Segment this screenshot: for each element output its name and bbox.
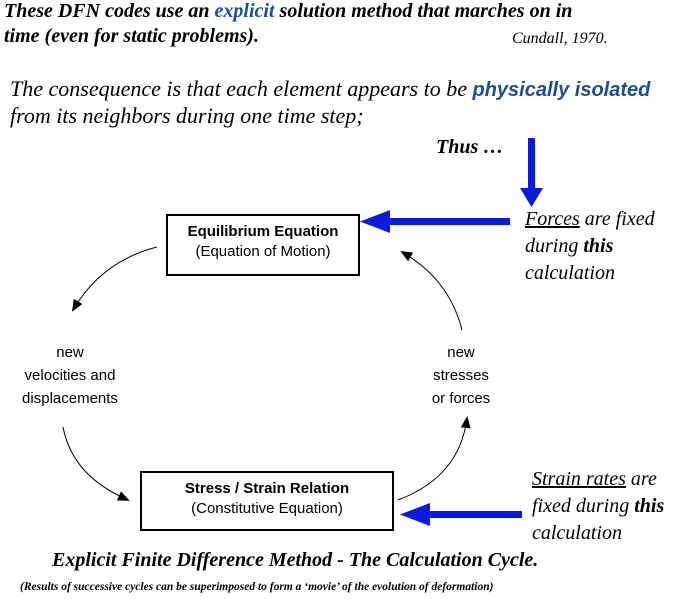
footnote: (Results of successive cycles can be sup… bbox=[20, 581, 494, 593]
consequence-line-2: from its neighbors during one time step; bbox=[10, 103, 364, 128]
cycle-arrow-bottom-right bbox=[397, 416, 471, 501]
physically-isolated-emphasis: physically isolated bbox=[472, 79, 651, 101]
explicit-emphasis: explicit bbox=[214, 0, 275, 22]
cycle-arrow-top-left bbox=[71, 246, 158, 312]
consequence-line-1-pre: The consequence is that each element app… bbox=[10, 76, 473, 101]
forces-this-emphasis: this bbox=[583, 235, 614, 257]
stress-strain-relation-title: Stress / Strain Relation bbox=[184, 480, 350, 497]
caption: Explicit Finite Difference Method - The … bbox=[52, 549, 539, 571]
thus-label: Thus … bbox=[436, 136, 504, 158]
forces-note-line-2: during bbox=[525, 235, 584, 257]
cycle-arrow-bottom-left bbox=[62, 426, 130, 501]
forces-note-line-3: calculation bbox=[525, 262, 615, 284]
stress-strain-relation-subtitle: (Constitutive Equation) bbox=[191, 500, 343, 517]
header-line-1: These DFN codes use an explicit solution… bbox=[4, 0, 572, 23]
strain-note-rest: are bbox=[625, 468, 657, 490]
forces-note: Forces are fixed during this calculation bbox=[525, 206, 655, 287]
new-velocities-label: new velocities and displacements bbox=[5, 341, 135, 410]
new-velocities-line-2: velocities and bbox=[24, 367, 116, 384]
thus-down-arrow bbox=[520, 138, 543, 207]
consequence-line-1: The consequence is that each element app… bbox=[10, 76, 650, 102]
equilibrium-equation-subtitle: (Equation of Motion) bbox=[195, 243, 331, 260]
forces-note-rest: are fixed bbox=[579, 208, 655, 230]
forces-word: Forces bbox=[525, 208, 580, 230]
strain-this-emphasis: this bbox=[634, 495, 665, 517]
citation: Cundall, 1970. bbox=[512, 30, 608, 47]
new-stresses-line-3: or forces bbox=[431, 390, 491, 407]
new-velocities-line-3: displacements bbox=[22, 390, 118, 407]
new-stresses-line-2: stresses bbox=[433, 367, 489, 384]
cycle-arrow-top-right bbox=[400, 250, 463, 331]
new-stresses-label: new stresses or forces bbox=[416, 341, 506, 410]
header-line-1-post: solution method that marches on in bbox=[274, 0, 573, 22]
equilibrium-equation-title: Equilibrium Equation bbox=[187, 223, 339, 240]
strain-rates-word: Strain rates bbox=[532, 468, 626, 490]
stress-strain-relation-box: Stress / Strain Relation (Constitutive E… bbox=[140, 471, 394, 531]
new-velocities-line-1: new bbox=[56, 344, 84, 361]
header-line-1-pre: These DFN codes use an bbox=[4, 0, 215, 22]
strain-note-line-2: fixed during bbox=[532, 495, 635, 517]
equilibrium-equation-box: Equilibrium Equation (Equation of Motion… bbox=[166, 214, 360, 276]
strain-note-line-3: calculation bbox=[532, 522, 622, 544]
strain-note: Strain rates are fixed during this calcu… bbox=[532, 466, 664, 547]
new-stresses-line-1: new bbox=[447, 344, 475, 361]
forces-arrow bbox=[360, 210, 510, 233]
header-line-2: time (even for static problems). bbox=[4, 25, 259, 47]
strain-arrow bbox=[400, 503, 522, 526]
